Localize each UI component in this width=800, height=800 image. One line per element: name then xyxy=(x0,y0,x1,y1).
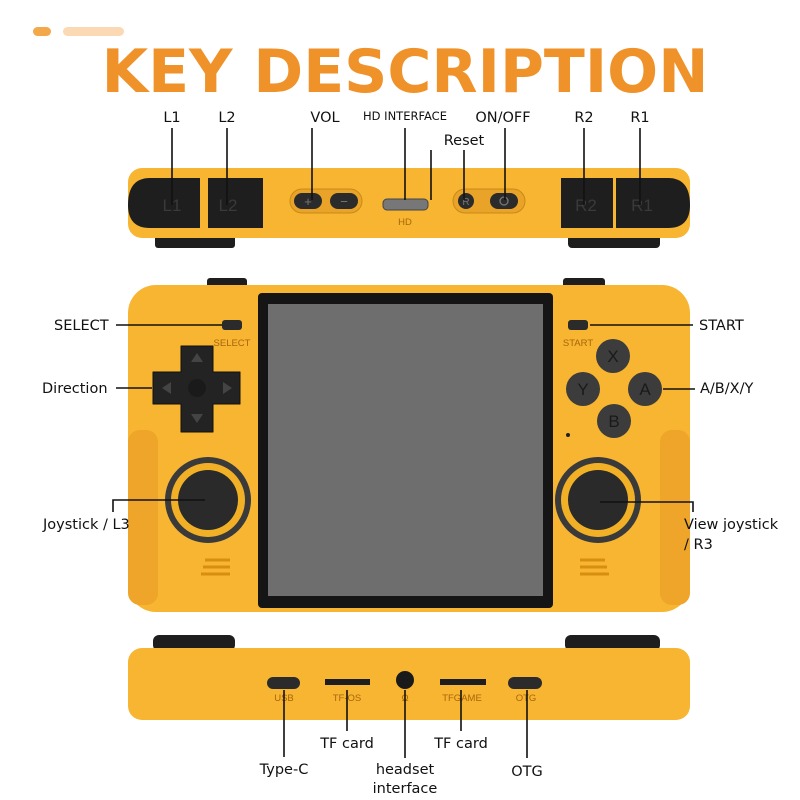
select-print: SELECT xyxy=(214,338,251,349)
speaker-left xyxy=(201,558,230,576)
led-indicator xyxy=(566,433,570,437)
headset-jack xyxy=(396,671,414,689)
svg-text:X: X xyxy=(607,347,618,366)
l1-button xyxy=(128,178,200,228)
b-button: B xyxy=(597,404,631,438)
label-headset: headset xyxy=(376,762,435,778)
decor-pill-long xyxy=(63,27,124,36)
label-otg: OTG xyxy=(511,764,543,780)
reset-print: R xyxy=(462,197,469,208)
l1-print: L1 xyxy=(163,196,182,215)
start-button xyxy=(568,320,588,330)
tf-os-slot xyxy=(325,679,370,685)
label-direction: Direction xyxy=(42,381,108,397)
label-view-joystick-r3: / R3 xyxy=(684,537,713,553)
page-title: KEY DESCRIPTION xyxy=(102,37,709,107)
vol-minus-button xyxy=(330,193,358,209)
label-vol: VOL xyxy=(310,110,339,126)
svg-text:A: A xyxy=(639,380,651,399)
label-headset-interface: interface xyxy=(373,781,438,797)
label-tf-card-os: TF card xyxy=(319,736,374,752)
select-button xyxy=(222,320,242,330)
speaker-right xyxy=(580,558,609,576)
top-view: L1 L2 + − HD R R2 R1 L1 L2 VOL HD INTERF… xyxy=(128,109,690,248)
svg-text:B: B xyxy=(608,412,619,431)
usb-port xyxy=(267,677,300,689)
label-tf-card-game: TF card xyxy=(433,736,488,752)
y-button: Y xyxy=(566,372,600,406)
tf-game-print: TFGAME xyxy=(442,693,482,704)
reset-button xyxy=(458,193,474,209)
label-type-c: Type-C xyxy=(259,762,309,778)
hd-port xyxy=(382,198,429,211)
label-select: SELECT xyxy=(54,318,109,334)
grip-right xyxy=(660,430,690,605)
minus-print: − xyxy=(340,194,348,209)
front-view: SELECT START X Y A B SELECT Direction Jo… xyxy=(42,278,779,612)
dpad-center xyxy=(188,379,206,397)
vol-plus-button xyxy=(294,193,322,209)
power-button xyxy=(490,193,518,209)
r2-button xyxy=(561,178,613,228)
power-icon xyxy=(499,196,509,206)
hd-print: HD xyxy=(398,217,412,228)
bottom-bump-right xyxy=(565,635,660,651)
svg-text:Y: Y xyxy=(577,380,588,399)
l2-button xyxy=(208,178,263,228)
l2-print: L2 xyxy=(219,196,238,215)
right-joystick xyxy=(555,457,641,543)
r1-button xyxy=(616,178,690,228)
label-on-off: ON/OFF xyxy=(475,110,530,126)
r1-print: R1 xyxy=(631,196,653,215)
label-hd-interface: HD INTERFACE xyxy=(363,109,447,123)
otg-print: OTG xyxy=(516,693,537,704)
decor-pill-short xyxy=(33,27,51,36)
start-print: START xyxy=(563,338,593,349)
leader-lines-bottom xyxy=(283,690,528,758)
left-joystick xyxy=(165,457,251,543)
leader-lines-top xyxy=(171,128,641,205)
screen xyxy=(268,304,543,596)
bottom-view: USB TF-OS Ω TFGAME OTG Type-C TF card he… xyxy=(128,635,690,797)
plus-print: + xyxy=(304,194,312,209)
otg-port xyxy=(508,677,542,689)
x-button: X xyxy=(596,339,630,373)
grip-left xyxy=(128,430,158,605)
label-l2: L2 xyxy=(218,110,235,126)
label-r2: R2 xyxy=(574,110,593,126)
label-r1: R1 xyxy=(630,110,649,126)
a-button: A xyxy=(628,372,662,406)
tf-game-slot xyxy=(440,679,486,685)
label-abxy: A/B/X/Y xyxy=(700,381,753,397)
label-l1: L1 xyxy=(163,110,180,126)
label-reset: Reset xyxy=(444,133,485,149)
leader-lines-front xyxy=(112,324,695,512)
label-view-joystick: View joystick xyxy=(684,517,779,533)
r2-print: R2 xyxy=(575,196,597,215)
bottom-bump-left xyxy=(153,635,235,651)
label-start: START xyxy=(699,318,744,334)
label-joystick-l3: Joystick / L3 xyxy=(42,517,130,533)
